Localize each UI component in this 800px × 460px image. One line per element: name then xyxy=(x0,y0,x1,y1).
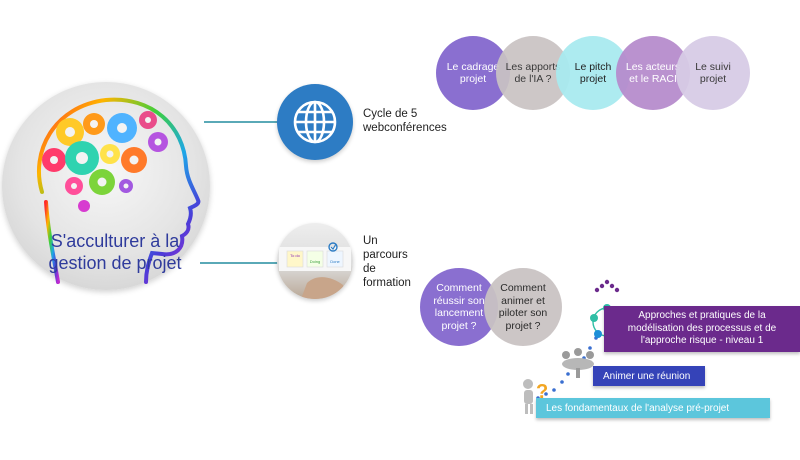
question-label: Comment animer et piloter son projet ? xyxy=(498,282,548,332)
globe-circle xyxy=(277,84,353,160)
webconf-label: Les acteurs et le RACI xyxy=(625,60,681,86)
meeting-icon xyxy=(562,348,594,378)
question-figure-icon: ? xyxy=(523,379,548,414)
webconf-circle-suivi: Le suivi projet xyxy=(676,36,750,110)
step-modelisation: Approches et pratiques de la modélisatio… xyxy=(604,306,800,352)
svg-text:?: ? xyxy=(536,381,548,403)
note-done: Done xyxy=(330,259,340,264)
question-circle-lancement: Comment réussir son lancement projet ? xyxy=(420,268,498,346)
question-label: Comment réussir son lancement projet ? xyxy=(433,282,485,332)
connector-parcours xyxy=(200,262,278,264)
step-label: Les fondamentaux de l'analyse pré-projet xyxy=(546,402,730,414)
step-label: Animer une réunion xyxy=(603,370,691,382)
note-doing: Doing xyxy=(309,259,321,264)
brain-gears-icon xyxy=(36,97,201,284)
webconf-label: Les apports de l'IA ? xyxy=(505,60,561,86)
connector-webconferences xyxy=(204,121,278,123)
globe-icon xyxy=(293,100,337,144)
step-animer-reunion: Animer une réunion xyxy=(593,366,705,386)
webconf-label: Le pitch projet xyxy=(574,60,612,86)
step-analyse-pre-projet: Les fondamentaux de l'analyse pré-projet xyxy=(536,398,770,418)
head-circle xyxy=(2,82,210,290)
question-circle-piloter: Comment animer et piloter son projet ? xyxy=(484,268,562,346)
webconf-label: Le suivi projet xyxy=(695,60,731,86)
webconf-label: Le cadrage projet xyxy=(446,60,500,86)
step-label: Approches et pratiques de la modélisatio… xyxy=(627,310,777,347)
label-webconferences: Cycle de 5 webconférences xyxy=(363,108,447,134)
label-parcours: Un parcours de formation xyxy=(363,235,411,289)
main-title: S'acculturer à la gestion de projet xyxy=(48,231,182,273)
sticky-notes-photo: To do Doing Done xyxy=(277,223,353,299)
note-todo: To do xyxy=(290,253,300,258)
webconf-circle-ia: Les apports de l'IA ? xyxy=(496,36,570,110)
